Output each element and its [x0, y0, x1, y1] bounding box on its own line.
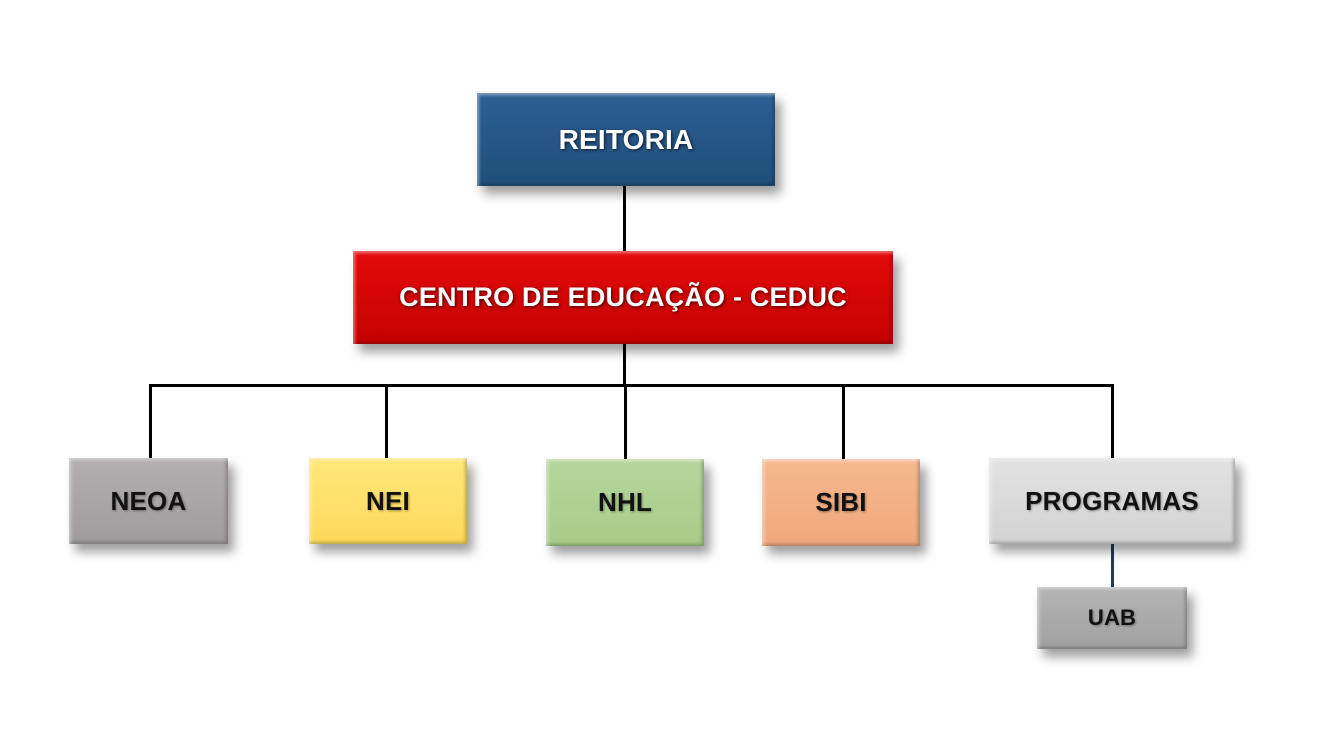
ceduc-box: CENTRO DE EDUCAÇÃO - CEDUC	[353, 251, 893, 344]
connector-nhl	[624, 384, 627, 459]
connector-nei	[385, 384, 388, 458]
connector-sibi	[842, 384, 845, 459]
connector-reitoria-ceduc	[623, 186, 626, 251]
connector-programas-uab	[1111, 544, 1114, 587]
programas-box: PROGRAMAS	[989, 458, 1235, 544]
sibi-box: SIBI	[762, 459, 920, 546]
reitoria-box: REITORIA	[477, 93, 775, 186]
connector-neoa	[149, 384, 152, 458]
connector-programas	[1111, 384, 1114, 458]
connector-horizontal-bus	[149, 384, 1113, 387]
connector-ceduc-bus	[623, 344, 626, 386]
nhl-box: NHL	[546, 459, 704, 546]
neoa-box: NEOA	[69, 458, 228, 544]
nei-box: NEI	[309, 458, 467, 544]
uab-box: UAB	[1037, 587, 1187, 649]
